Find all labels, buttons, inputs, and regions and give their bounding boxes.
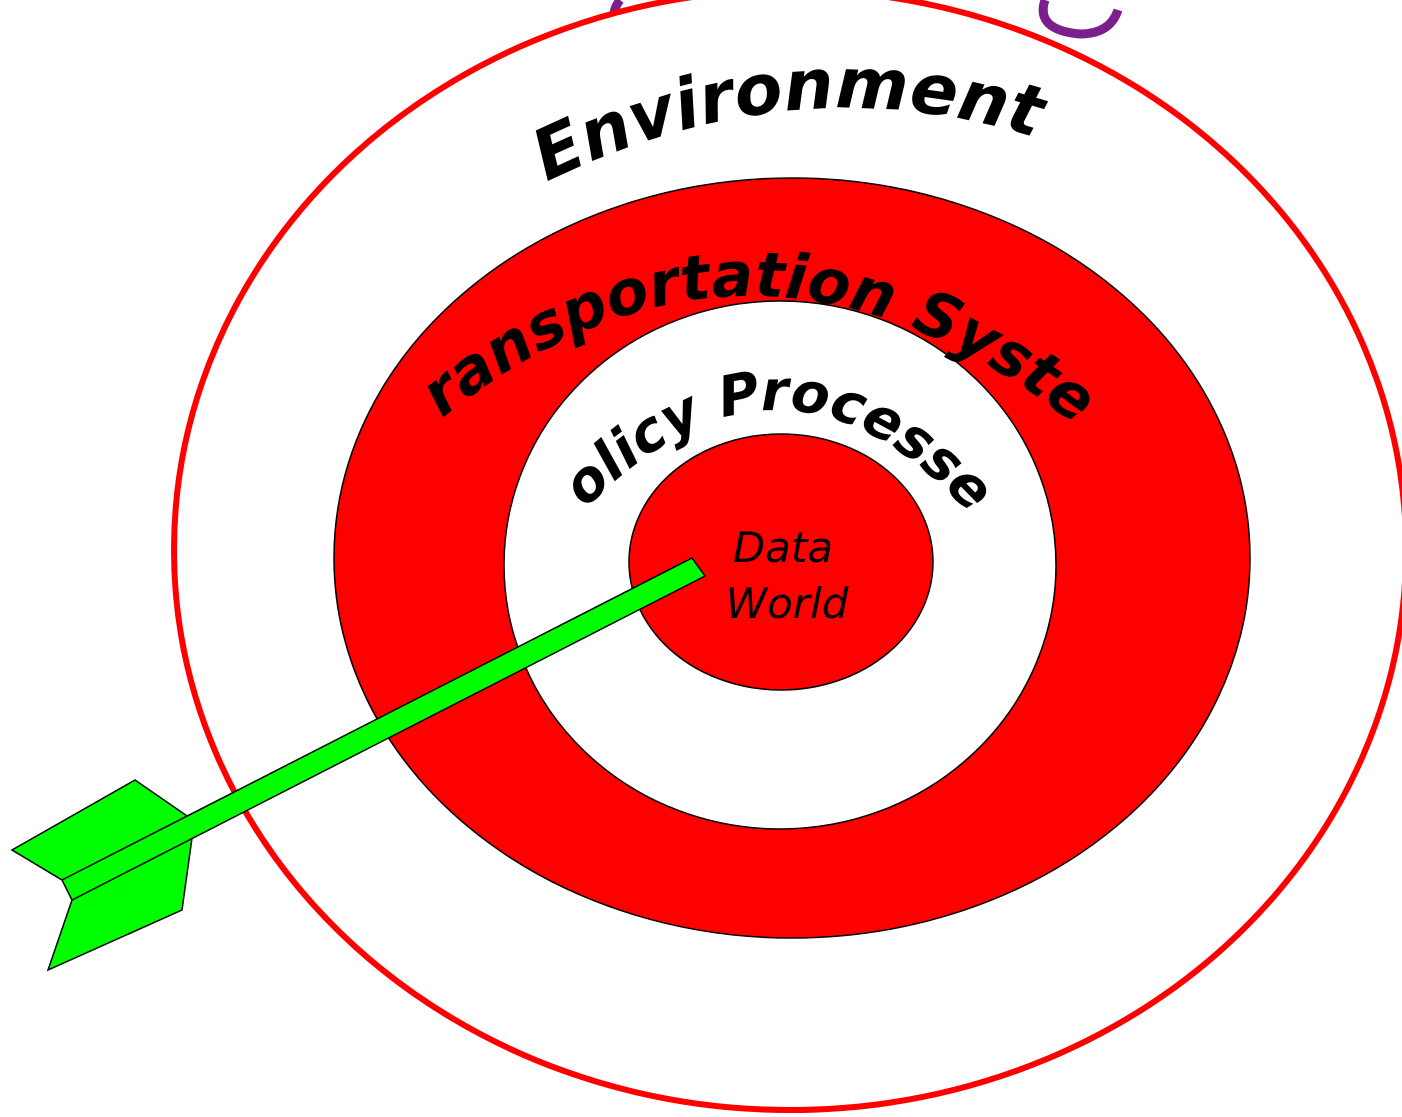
arrow-shaft (60, 557, 707, 902)
data-world-label-line2: World (726, 579, 849, 628)
data-world-label-line1: Data (733, 523, 833, 572)
data-world-bullseye (628, 433, 934, 691)
arrow (10, 557, 707, 972)
